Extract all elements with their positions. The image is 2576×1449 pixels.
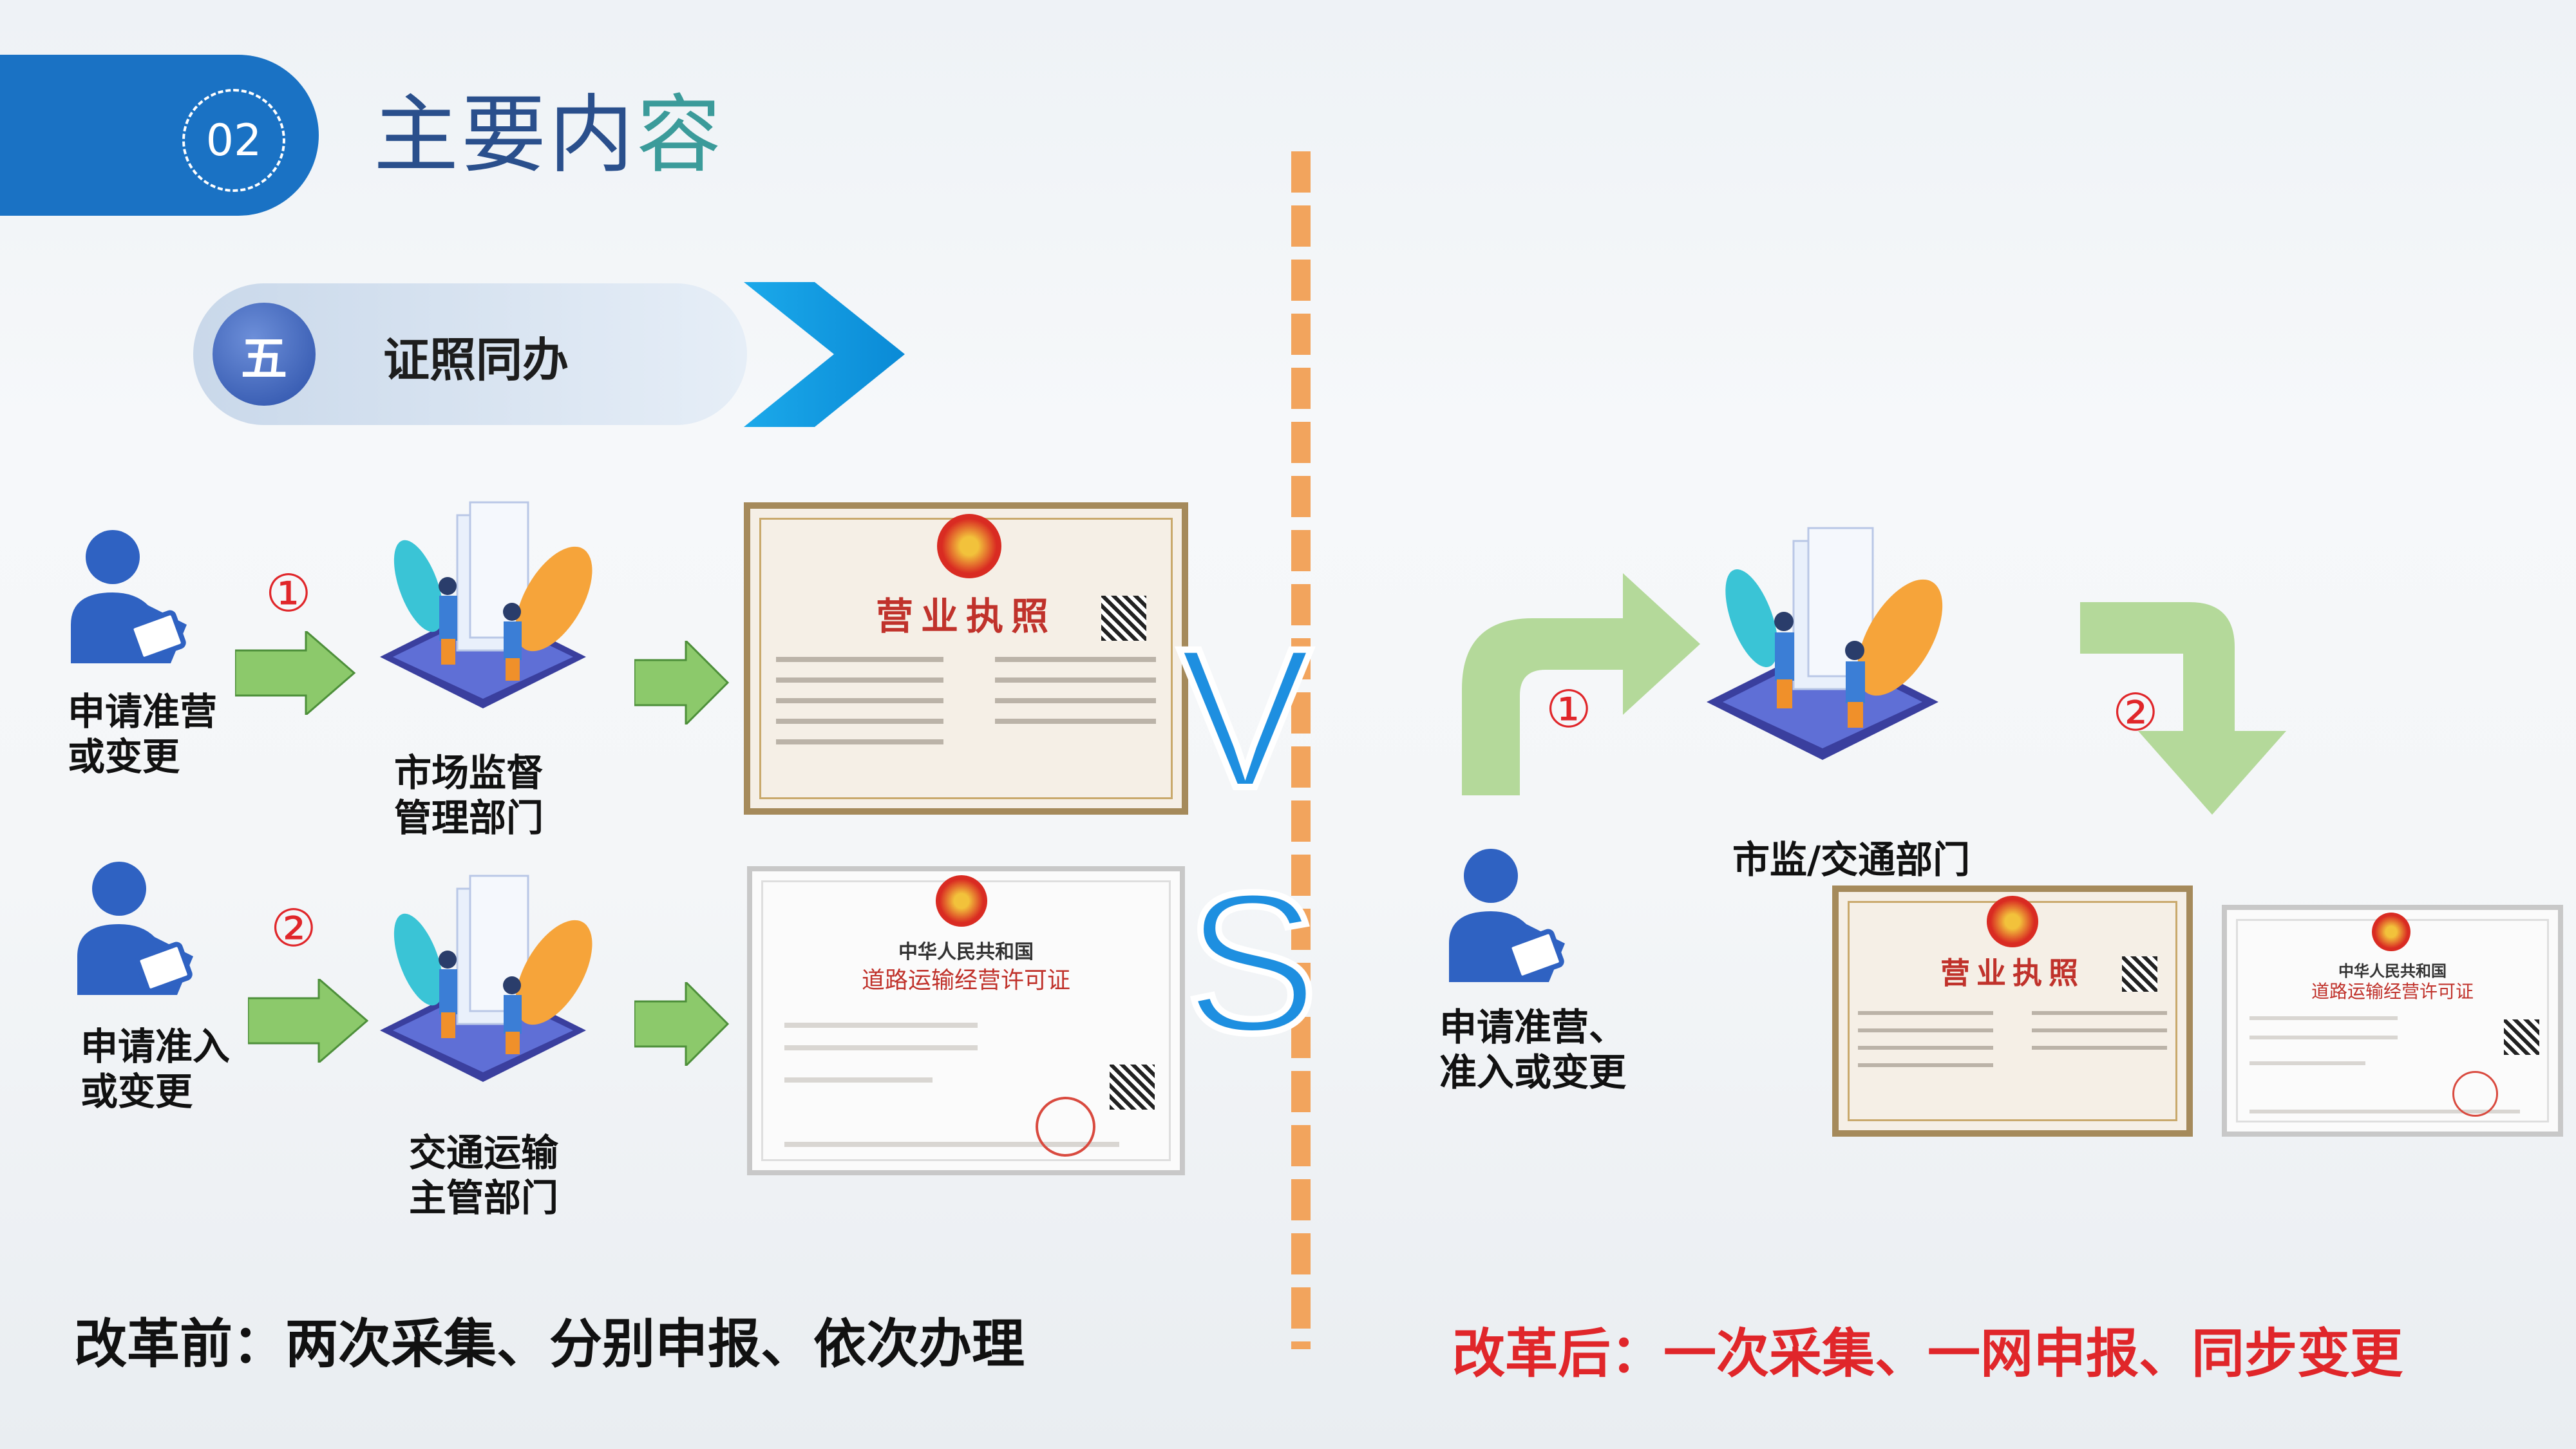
arrow-right-icon [248, 979, 369, 1063]
official-seal-icon [2452, 1071, 2498, 1117]
qr-code-icon [2122, 956, 2157, 992]
before-summary: 改革前：两次采集、分别申报、依次办理 [74, 1314, 1025, 1375]
applicant-label-1: 申请准营 或变更 [68, 689, 217, 779]
department-label-market: 市场监督 管理部门 [394, 750, 544, 840]
department-illustration-icon [380, 875, 592, 1082]
applicant-label-2-line1: 申请准入 [80, 1025, 231, 1068]
arrow-right-icon [634, 982, 730, 1066]
national-emblem-icon [936, 875, 987, 927]
business-license-title-small: 营业执照 [1940, 956, 2085, 990]
after-applicant-label-line2: 准入或变更 [1439, 1050, 1627, 1094]
applicant-person-icon [1449, 849, 1565, 982]
vs-letter-v: V [1175, 606, 1315, 829]
national-emblem-icon [1987, 896, 2038, 947]
page-title-part1: 主要内 [374, 86, 636, 185]
transport-permit-certificate: 中华人民共和国 道路运输经营许可证 [747, 866, 1185, 1175]
section-pill-number: 五 [213, 303, 316, 406]
department-label-transport: 交通运输 主管部门 [409, 1130, 558, 1220]
after-step-marker-2: ② [2112, 683, 2159, 743]
vs-letter-s: S [1182, 851, 1321, 1074]
department-label-market-line2: 管理部门 [394, 796, 544, 840]
applicant-label-1-line1: 申请准营 [68, 690, 218, 734]
business-license-certificate-small: 营业执照 [1832, 886, 2193, 1137]
department-illustration-icon [380, 501, 592, 708]
chevron-right-icon [744, 282, 905, 427]
department-illustration-icon [1707, 527, 1943, 760]
transport-permit-small-line1: 中华人民共和国 [2338, 962, 2447, 980]
applicant-person-icon [71, 530, 187, 663]
after-summary: 改革后：一次采集、一网申报、同步变更 [1452, 1323, 2403, 1385]
step-marker-1: ① [265, 564, 312, 623]
transport-permit-line2: 道路运输经营许可证 [861, 967, 1070, 994]
transport-permit-certificate-small: 中华人民共和国 道路运输经营许可证 [2222, 905, 2563, 1137]
official-seal-icon [1036, 1097, 1095, 1157]
applicant-person-icon [77, 862, 193, 995]
applicant-label-1-line2: 或变更 [68, 735, 180, 779]
curved-arrow-up-right-icon [1462, 573, 1700, 795]
transport-permit-line1: 中华人民共和国 [898, 941, 1034, 963]
after-department-label: 市监/交通部门 [1732, 838, 1971, 882]
department-label-transport-line2: 主管部门 [409, 1176, 559, 1220]
applicant-label-2-line2: 或变更 [80, 1070, 193, 1113]
section-number: 02 [205, 115, 262, 166]
arrow-down-right-icon [2080, 602, 2286, 815]
business-license-certificate: 营业执照 [744, 502, 1188, 815]
arrow-right-icon [634, 641, 730, 724]
department-label-market-line1: 市场监督 [394, 751, 544, 795]
after-step-marker-1: ① [1546, 679, 1592, 739]
vertical-divider [1291, 151, 1311, 1349]
after-applicant-label-line1: 申请准营、 [1439, 1005, 1627, 1049]
qr-code-icon [1110, 1065, 1155, 1110]
national-emblem-icon [2372, 913, 2410, 951]
applicant-label-2: 申请准入 或变更 [80, 1024, 230, 1114]
qr-code-icon [1101, 596, 1146, 641]
national-emblem-icon [937, 514, 1001, 578]
page-title-part2: 容 [636, 86, 724, 185]
arrow-right-icon [235, 631, 356, 715]
business-license-title: 营业执照 [875, 594, 1056, 638]
transport-permit-small-line2: 道路运输经营许可证 [2311, 981, 2474, 1002]
step-marker-2: ② [270, 898, 317, 958]
page-title: 主要内容 [374, 84, 724, 187]
after-applicant-label: 申请准营、 准入或变更 [1439, 1005, 1626, 1095]
section-pill-title: 证照同办 [383, 333, 569, 387]
section-number-badge: 02 [182, 89, 285, 192]
qr-code-icon [2504, 1019, 2539, 1055]
department-label-transport-line1: 交通运输 [409, 1131, 559, 1175]
